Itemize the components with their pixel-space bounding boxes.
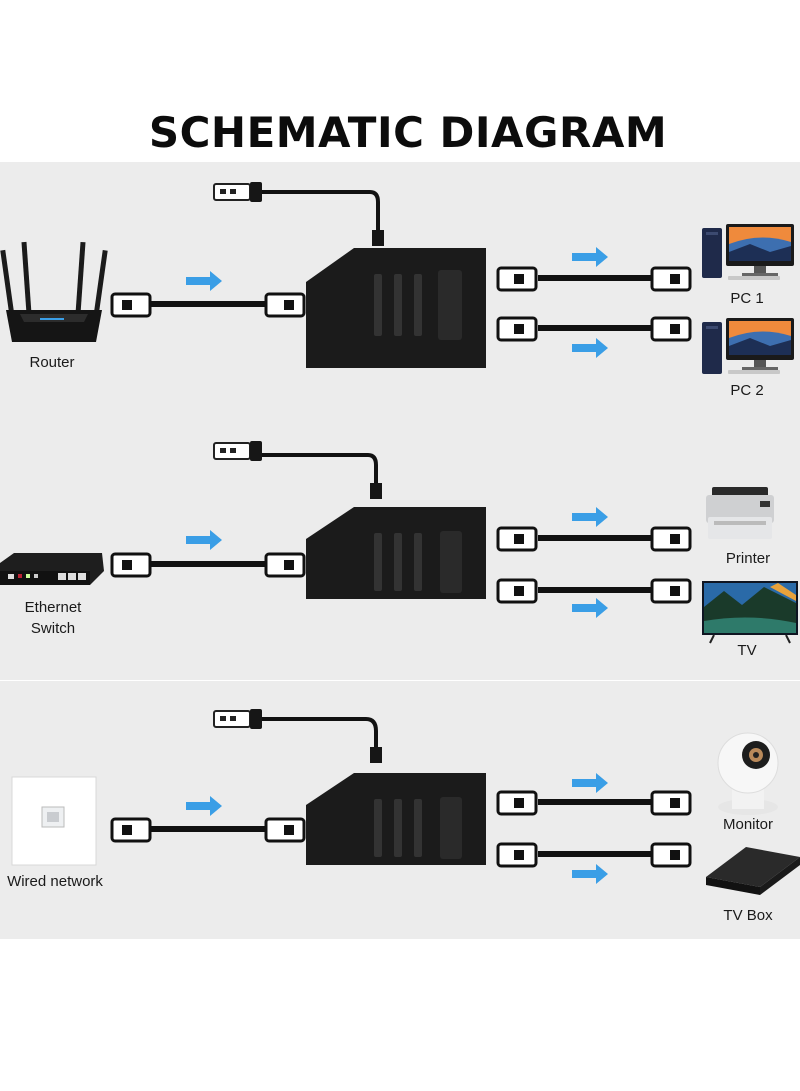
output-cable-1 (496, 790, 692, 816)
ethernet-splitter-icon (306, 248, 486, 368)
diagram-panel-1: Router PC 1 PC 2 (0, 162, 800, 421)
output-cable-2 (496, 842, 692, 868)
usb-power-cable (213, 709, 382, 763)
diagram-panel-2: Ethernet Switch Printer TV (0, 421, 800, 680)
output-label-tv-box: TV Box (723, 907, 773, 924)
output-label-monitor: Monitor (722, 816, 774, 833)
usb-power-cable (213, 182, 384, 246)
flow-arrow-icon (572, 338, 608, 358)
security-camera-icon (717, 732, 779, 815)
page-title: SCHEMATIC DIAGRAM (148, 108, 668, 157)
output-label-tv: TV (737, 642, 757, 659)
output-label-pc2: PC 2 (730, 382, 764, 399)
output-cable-1 (496, 266, 692, 292)
tv-icon (702, 581, 798, 644)
output-cable-1 (496, 526, 692, 552)
source-label-ethernet-switch-line1: Ethernet (24, 599, 82, 616)
flow-arrow-icon (572, 864, 608, 884)
input-cable (110, 552, 306, 578)
flow-arrow-icon (186, 796, 222, 816)
flow-arrow-icon (186, 530, 222, 550)
diagram-panel-3: Wired network Monitor TV Box (0, 681, 800, 939)
wall-socket-icon (11, 776, 97, 866)
usb-power-cable (213, 441, 382, 499)
source-label-router: Router (29, 354, 75, 371)
pc-icon (702, 318, 794, 374)
flow-arrow-icon (572, 773, 608, 793)
output-label-pc1: PC 1 (730, 290, 764, 307)
output-cable-2 (496, 578, 692, 604)
output-label-printer: Printer (725, 550, 771, 567)
input-cable (110, 292, 306, 318)
source-label-wired-network: Wired network (7, 873, 103, 890)
output-cable-2 (496, 316, 692, 342)
flow-arrow-icon (572, 507, 608, 527)
flow-arrow-icon (572, 598, 608, 618)
flow-arrow-icon (186, 271, 222, 291)
router-icon (0, 241, 108, 342)
ethernet-splitter-icon (306, 507, 486, 599)
input-cable (110, 817, 306, 843)
tv-box-icon (706, 847, 800, 895)
flow-arrow-icon (572, 247, 608, 267)
ethernet-splitter-icon (306, 773, 486, 865)
ethernet-switch-icon (0, 553, 104, 585)
printer-icon (706, 487, 774, 539)
source-label-ethernet-switch-line2: Switch (30, 620, 76, 637)
pc-icon (702, 224, 794, 280)
